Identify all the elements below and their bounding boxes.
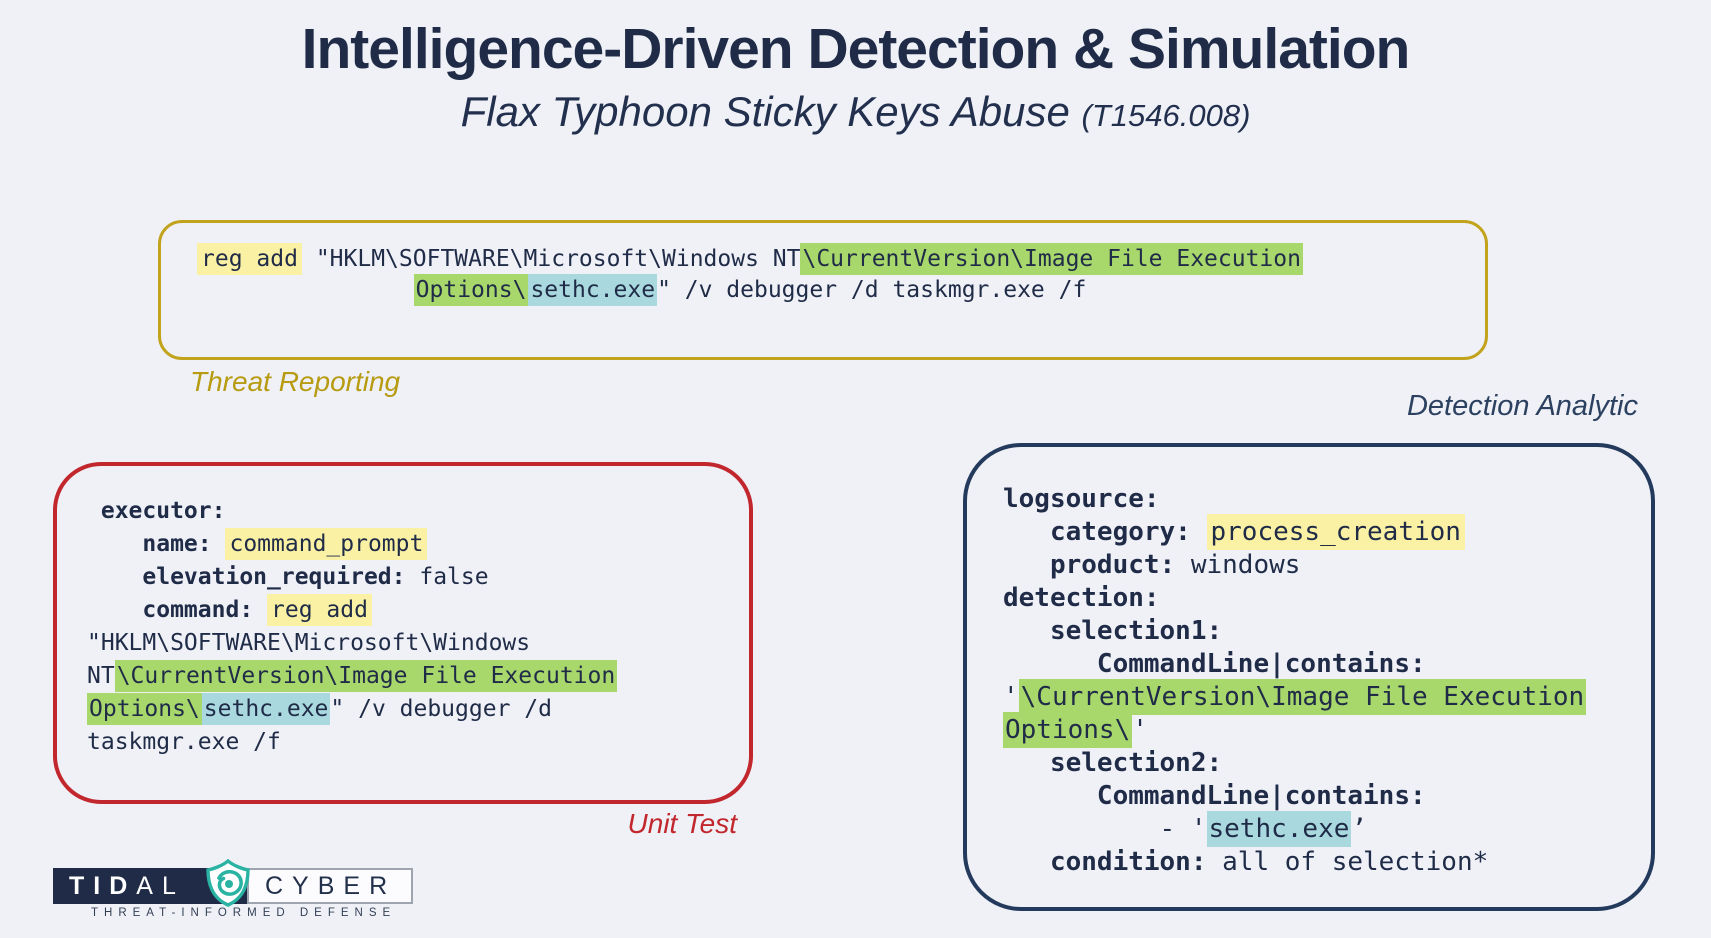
- logo-tagline: THREAT-INFORMED DEFENSE: [91, 907, 397, 919]
- code-line: category: process_creation: [1003, 514, 1651, 550]
- code-segment: ': [1003, 682, 1019, 712]
- code-line: '\CurrentVersion\Image File Execution: [1003, 679, 1651, 715]
- page-subtitle-text: Flax Typhoon Sticky Keys Abuse: [460, 88, 1082, 135]
- code-line: Options\sethc.exe" /v debugger /d: [87, 693, 749, 726]
- code-line: CommandLine|contains:: [1003, 780, 1651, 813]
- code-segment: taskmgr.exe /f: [87, 729, 281, 755]
- cyber-wordmark: CYBER: [247, 868, 413, 904]
- code-segment: [253, 597, 267, 623]
- code-line: Options\sethc.exe" /v debugger /d taskmg…: [181, 274, 1319, 306]
- code-segment: CommandLine|contains:: [1003, 781, 1426, 811]
- technique-id: (T1546.008): [1081, 98, 1251, 133]
- highlighted-code-segment: Options\: [413, 274, 529, 306]
- highlighted-code-segment: sethc.exe: [528, 274, 658, 306]
- code-line: condition: all of selection*: [1003, 846, 1651, 879]
- code-segment: "HKLM\SOFTWARE\Microsoft\Windows: [87, 630, 531, 656]
- code-line: "HKLM\SOFTWARE\Microsoft\Windows: [87, 627, 749, 660]
- code-segment: - ': [1003, 814, 1207, 844]
- detection-analytic-box: logsource: category: process_creation pr…: [963, 443, 1655, 911]
- code-segment: elevation_required:: [87, 564, 406, 590]
- highlighted-code-segment: command_prompt: [225, 528, 428, 560]
- code-segment: logsource:: [1003, 484, 1160, 514]
- code-segment: selection2:: [1003, 748, 1223, 778]
- page-subtitle: Flax Typhoon Sticky Keys Abuse (T1546.00…: [0, 88, 1711, 136]
- detection-analytic-code: logsource: category: process_creation pr…: [967, 447, 1651, 879]
- code-line: logsource:: [1003, 483, 1651, 516]
- code-segment: " /v debugger /d: [330, 696, 552, 722]
- code-segment: [212, 531, 226, 557]
- code-segment: all of selection*: [1206, 847, 1489, 877]
- tidal-wordmark-light: AL: [136, 871, 185, 900]
- detection-analytic-label: Detection Analytic: [1406, 390, 1638, 422]
- code-line: product: windows: [1003, 549, 1651, 582]
- code-line: selection2:: [1003, 747, 1651, 780]
- threat-reporting-label: Threat Reporting: [190, 366, 401, 397]
- highlighted-code-segment: \CurrentVersion\Image File Execution: [1018, 679, 1587, 715]
- highlighted-code-segment: \CurrentVersion\Image File Execution: [800, 243, 1303, 275]
- code-segment: category:: [1003, 517, 1191, 547]
- highlighted-code-segment: reg add: [267, 594, 372, 626]
- code-line: detection:: [1003, 582, 1651, 615]
- code-segment: condition:: [1003, 847, 1207, 877]
- code-segment: product:: [1003, 550, 1176, 580]
- highlighted-code-segment: sethc.exe: [1206, 811, 1352, 847]
- code-line: taskmgr.exe /f: [87, 726, 749, 759]
- highlighted-code-segment: Options\: [87, 693, 202, 725]
- highlighted-code-segment: Options\: [1003, 712, 1133, 748]
- code-line: command: reg add: [87, 594, 749, 627]
- tidal-swirl-shield-icon: [206, 859, 250, 907]
- unit-test-code: executor: name: command_prompt elevation…: [57, 466, 749, 759]
- code-segment: command:: [87, 597, 254, 623]
- code-segment: "HKLM\SOFTWARE\Microsoft\Windows NT: [301, 246, 801, 272]
- code-line: reg add "HKLM\SOFTWARE\Microsoft\Windows…: [181, 243, 1319, 275]
- code-line: NT\CurrentVersion\Image File Execution: [87, 660, 749, 693]
- code-segment: CommandLine|contains:: [1003, 649, 1426, 679]
- code-segment: name:: [87, 531, 212, 557]
- code-line: CommandLine|contains:: [1003, 648, 1651, 681]
- threat-reporting-code: reg add "HKLM\SOFTWARE\Microsoft\Windows…: [161, 223, 1485, 306]
- code-segment: selection1:: [1003, 616, 1223, 646]
- code-line: executor:: [87, 495, 749, 528]
- code-segment: ': [1132, 715, 1148, 745]
- code-segment: false: [405, 564, 489, 590]
- code-segment: executor:: [87, 498, 226, 524]
- code-line: - 'sethc.exe’: [1003, 811, 1651, 847]
- unit-test-box: executor: name: command_prompt elevation…: [53, 462, 753, 804]
- code-segment: " /v debugger /d taskmgr.exe /f: [657, 277, 1087, 303]
- tidal-wordmark-bold: TID: [69, 871, 137, 900]
- code-segment: [1191, 517, 1207, 547]
- highlighted-code-segment: sethc.exe: [201, 693, 331, 725]
- highlighted-code-segment: reg add: [197, 243, 302, 275]
- page-title: Intelligence-Driven Detection & Simulati…: [301, 17, 1411, 81]
- code-segment: ’: [1351, 814, 1368, 844]
- code-line: Options\': [1003, 712, 1651, 748]
- code-line: selection1:: [1003, 615, 1651, 648]
- code-line: elevation_required: false: [87, 561, 749, 594]
- code-segment: NT: [87, 663, 115, 689]
- highlighted-code-segment: \CurrentVersion\Image File Execution: [114, 660, 618, 692]
- highlighted-code-segment: process_creation: [1206, 514, 1465, 550]
- threat-reporting-box: reg add "HKLM\SOFTWARE\Microsoft\Windows…: [158, 220, 1488, 360]
- code-segment: detection:: [1003, 583, 1160, 613]
- code-segment: windows: [1175, 550, 1301, 580]
- unit-test-label: Unit Test: [627, 808, 737, 839]
- code-line: name: command_prompt: [87, 528, 749, 561]
